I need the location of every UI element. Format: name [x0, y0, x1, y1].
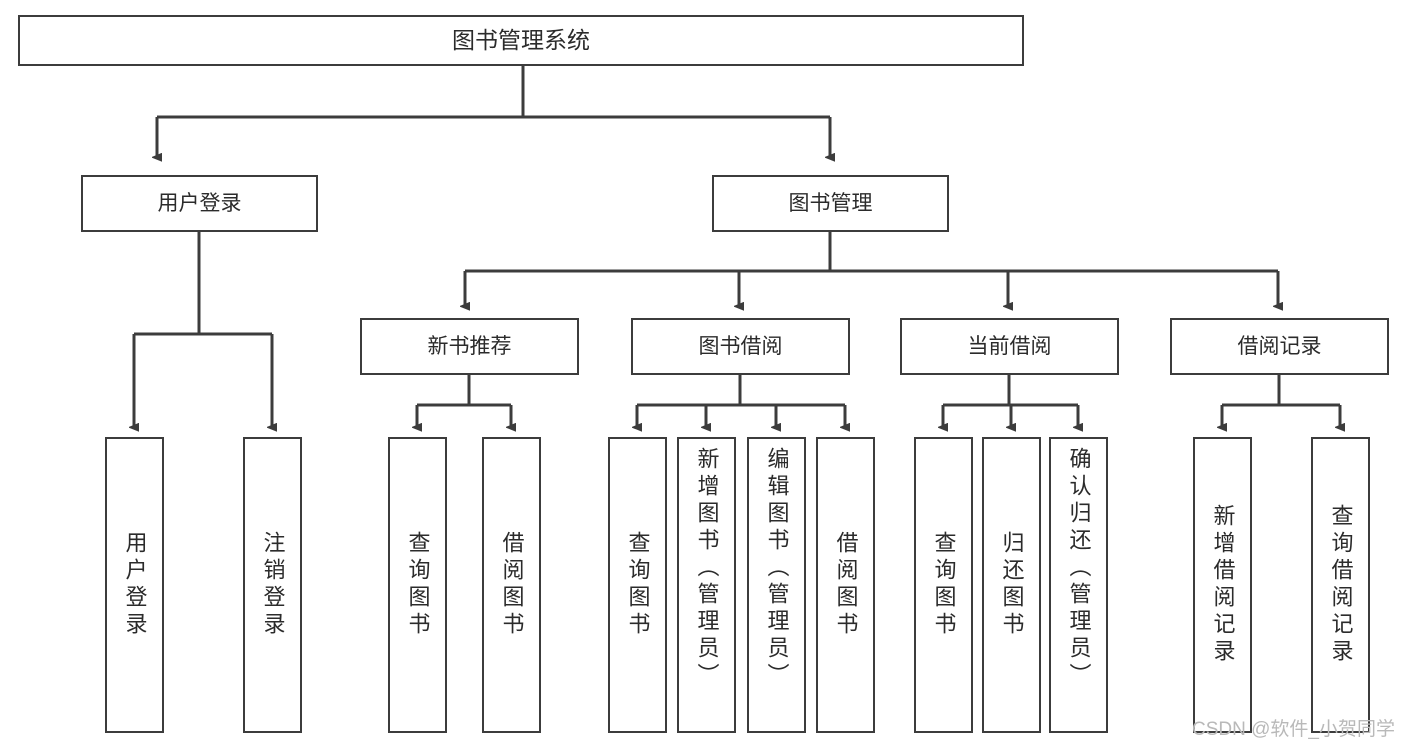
- node-label: 确认归还（管理员）: [1066, 447, 1092, 690]
- leaf-recommend-borrow-book[interactable]: 借阅图书: [482, 437, 541, 733]
- leaf-borrow-add-book-admin[interactable]: 新增图书（管理员）: [677, 437, 736, 733]
- node-label: 查询图书: [625, 531, 651, 639]
- node-label: 查询图书: [931, 531, 957, 639]
- node-label: 归还图书: [999, 531, 1025, 639]
- node-label: 编辑图书（管理员）: [764, 447, 790, 690]
- node-book-management[interactable]: 图书管理: [712, 175, 949, 232]
- leaf-record-query-record[interactable]: 查询借阅记录: [1311, 437, 1370, 733]
- leaf-user-login-login[interactable]: 用户登录: [105, 437, 164, 733]
- node-borrow-record[interactable]: 借阅记录: [1170, 318, 1389, 375]
- node-label: 当前借阅: [967, 334, 1052, 358]
- node-user-login[interactable]: 用户登录: [81, 175, 318, 232]
- node-label: 图书管理系统: [452, 26, 590, 53]
- node-label: 新书推荐: [427, 334, 512, 358]
- node-label: 借阅图书: [499, 531, 525, 639]
- node-new-book-recommend[interactable]: 新书推荐: [360, 318, 579, 375]
- node-label: 查询借阅记录: [1328, 504, 1354, 666]
- node-book-borrow[interactable]: 图书借阅: [631, 318, 850, 375]
- leaf-record-add-record[interactable]: 新增借阅记录: [1193, 437, 1252, 733]
- node-current-borrow[interactable]: 当前借阅: [900, 318, 1119, 375]
- watermark-text: CSDN @软件_小贺同学: [1192, 719, 1395, 740]
- node-label: 查询图书: [405, 531, 431, 639]
- node-label: 新增图书（管理员）: [694, 447, 720, 690]
- node-label: 注销登录: [260, 531, 286, 639]
- leaf-borrow-query-book[interactable]: 查询图书: [608, 437, 667, 733]
- node-label: 图书借阅: [698, 334, 783, 358]
- leaf-current-return-book[interactable]: 归还图书: [982, 437, 1041, 733]
- node-root-system[interactable]: 图书管理系统: [18, 15, 1024, 66]
- leaf-borrow-borrow-book[interactable]: 借阅图书: [816, 437, 875, 733]
- node-label: 借阅图书: [833, 531, 859, 639]
- leaf-current-confirm-return-admin[interactable]: 确认归还（管理员）: [1049, 437, 1108, 733]
- leaf-recommend-query-book[interactable]: 查询图书: [388, 437, 447, 733]
- node-label: 图书管理: [788, 191, 873, 215]
- node-label: 借阅记录: [1237, 334, 1322, 358]
- leaf-current-query-book[interactable]: 查询图书: [914, 437, 973, 733]
- leaf-borrow-edit-book-admin[interactable]: 编辑图书（管理员）: [747, 437, 806, 733]
- node-label: 用户登录: [157, 191, 242, 215]
- leaf-user-login-logout[interactable]: 注销登录: [243, 437, 302, 733]
- node-label: 用户登录: [122, 531, 148, 639]
- node-label: 新增借阅记录: [1210, 504, 1236, 666]
